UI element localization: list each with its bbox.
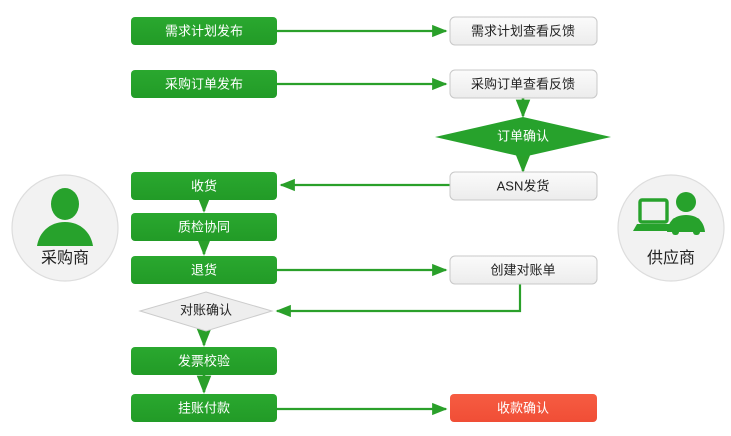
node-demand-plan-publish[interactable]: 需求计划发布	[131, 17, 277, 45]
node-po-publish[interactable]: 采购订单发布	[131, 70, 277, 98]
person-icon	[37, 188, 93, 246]
edge-create-statement-to-statement-confirm	[275, 284, 522, 318]
person-at-computer-icon	[633, 192, 705, 235]
node-statement-confirm[interactable]: 对账确认	[138, 291, 274, 332]
actor-layer: 采购商 供应商	[11, 174, 725, 282]
node-shape	[449, 69, 598, 99]
actor-label: 采购商	[41, 249, 89, 267]
actor-supplier[interactable]: 供应商	[617, 174, 725, 282]
node-asn-shipment[interactable]: ASN发货	[449, 171, 598, 201]
actor-buyer[interactable]: 采购商	[11, 174, 119, 282]
node-demand-plan-feedback[interactable]: 需求计划查看反馈	[449, 16, 598, 46]
edge-layer	[196, 24, 531, 416]
node-shape	[131, 347, 277, 375]
node-shape	[131, 256, 277, 284]
node-return-goods[interactable]: 退货	[131, 256, 277, 284]
node-shape	[435, 117, 611, 157]
node-order-confirm[interactable]: 订单确认	[435, 117, 611, 157]
node-shape	[131, 213, 277, 241]
node-payment-posting[interactable]: 挂账付款	[131, 394, 277, 422]
node-po-feedback[interactable]: 采购订单查看反馈	[449, 69, 598, 99]
node-shape	[131, 17, 277, 45]
node-invoice-verify[interactable]: 发票校验	[131, 347, 277, 375]
node-goods-receipt[interactable]: 收货	[131, 172, 277, 200]
node-shape	[449, 16, 598, 46]
node-shape	[131, 172, 277, 200]
node-shape	[131, 70, 277, 98]
actor-label: 供应商	[647, 248, 695, 267]
node-shape	[449, 255, 598, 285]
node-create-statement[interactable]: 创建对账单	[449, 255, 598, 285]
node-layer: 需求计划发布 需求计划查看反馈 采购订单发布 采购订单查看反馈 订单确认	[131, 16, 611, 422]
node-shape	[138, 291, 274, 332]
node-quality-collab[interactable]: 质检协同	[131, 213, 277, 241]
node-shape	[449, 171, 598, 201]
node-shape	[450, 394, 597, 422]
node-shape	[131, 394, 277, 422]
node-receipt-confirm[interactable]: 收款确认	[450, 394, 597, 422]
